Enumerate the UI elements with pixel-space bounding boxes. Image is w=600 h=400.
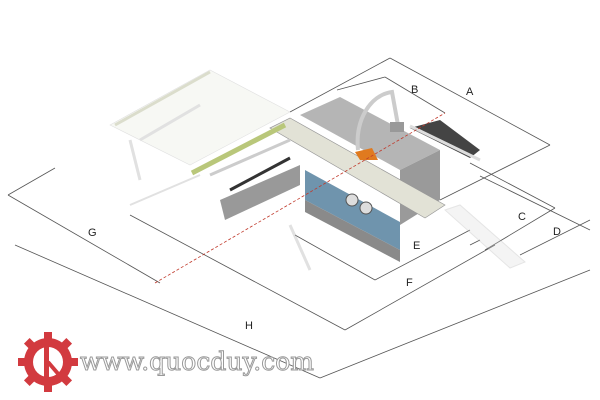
dim-label-a: A: [466, 86, 474, 98]
dim-label-c: C: [518, 211, 526, 223]
dim-label-b: B: [411, 84, 418, 96]
dim-label-e: E: [413, 240, 420, 252]
overhead-guard-arm: [355, 89, 400, 151]
crosscut-fence: [190, 122, 287, 176]
machine-body: [305, 170, 400, 250]
main-table: [300, 97, 440, 170]
dim-label-g: G: [88, 227, 97, 239]
dimension-lines: [7, 57, 591, 379]
gear-logo-icon: [18, 332, 78, 392]
dim-label-d: D: [553, 226, 561, 238]
dim-label-f: F: [406, 277, 413, 289]
cut-line: [154, 112, 446, 284]
dim-label-h: H: [245, 320, 253, 332]
outrigger-table-ghost: [109, 69, 291, 206]
sliding-table: [269, 117, 446, 219]
watermark-text: www.quocduy.com: [80, 347, 314, 376]
saw-guard: [355, 148, 378, 160]
